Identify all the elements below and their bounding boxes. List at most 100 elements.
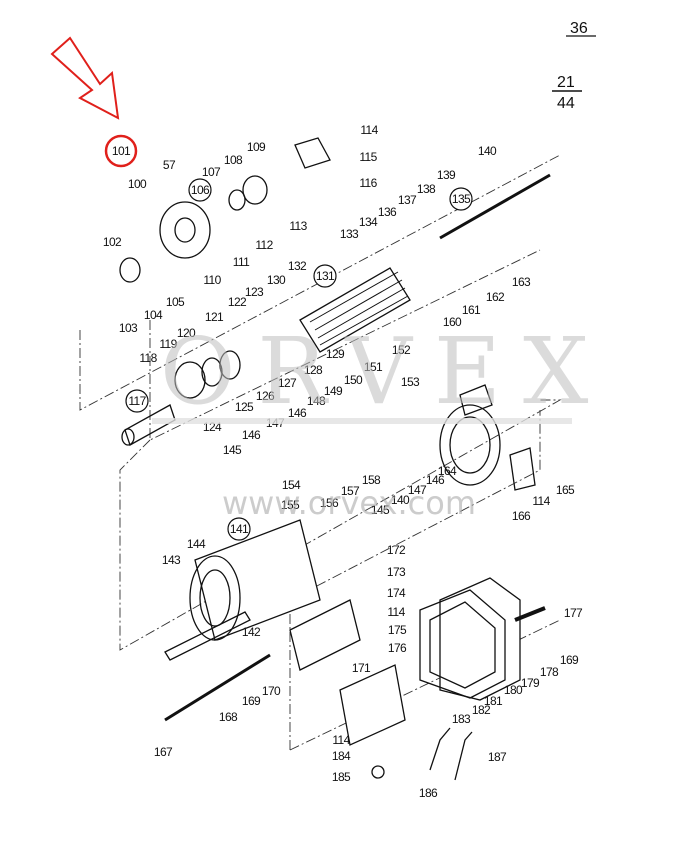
- part-label-154: 154: [282, 478, 301, 492]
- part-label-122: 122: [228, 295, 247, 309]
- part-label-170: 170: [262, 684, 281, 698]
- part-label-143: 143: [162, 553, 181, 567]
- red-arrow-icon: [50, 36, 120, 120]
- part-label-144: 144: [187, 537, 206, 551]
- part-label-185: 185: [332, 770, 351, 784]
- part-label-119: 119: [159, 337, 177, 351]
- part-label-156: 156: [320, 496, 339, 510]
- part-label-127: 127: [278, 376, 297, 390]
- part-label-108: 108: [224, 153, 243, 167]
- part-label-187: 187: [488, 750, 507, 764]
- page-number: 36 21 44: [552, 20, 596, 112]
- part-label-163: 163: [512, 275, 531, 289]
- part-label-102: 102: [103, 235, 122, 249]
- part-label-176: 176: [388, 641, 407, 655]
- part-label-168: 168: [219, 710, 238, 724]
- part-label-138: 138: [417, 182, 436, 196]
- part-label-160: 160: [443, 315, 462, 329]
- part-label-105: 105: [166, 295, 185, 309]
- part-label-169: 169: [242, 694, 261, 708]
- part-label-114: 114: [387, 605, 405, 619]
- part-label-121: 121: [205, 310, 224, 324]
- part-label-134: 134: [359, 215, 378, 229]
- part-label-115: 115: [359, 150, 377, 164]
- part-label-164: 164: [438, 464, 457, 478]
- part-label-118: 118: [139, 351, 157, 365]
- watermark-bar: [152, 418, 572, 424]
- part-label-175: 175: [388, 623, 407, 637]
- part-label-157: 157: [341, 484, 360, 498]
- part-label-131: 131: [316, 269, 335, 283]
- group-number-top: 21: [557, 74, 575, 91]
- part-label-128: 128: [304, 363, 323, 377]
- part-label-146: 146: [426, 473, 445, 487]
- part-label-145: 145: [223, 443, 242, 457]
- part-label-114: 114: [360, 123, 378, 137]
- part-label-147: 147: [408, 483, 427, 497]
- part-label-136: 136: [378, 205, 397, 219]
- part-label-150: 150: [344, 373, 363, 387]
- part-label-137: 137: [398, 193, 417, 207]
- part-label-186: 186: [419, 786, 438, 800]
- part-label-130: 130: [267, 273, 286, 287]
- part-label-152: 152: [392, 343, 411, 357]
- part-label-104: 104: [144, 308, 163, 322]
- part-label-145: 145: [371, 503, 390, 517]
- part-label-126: 126: [256, 389, 275, 403]
- part-label-103: 103: [119, 321, 138, 335]
- part-label-149: 149: [324, 384, 343, 398]
- label-circle: [104, 134, 138, 168]
- assembly-boundaries: [79, 154, 562, 751]
- part-label-148: 148: [307, 394, 326, 408]
- part-label-162: 162: [486, 290, 505, 304]
- part-label-179: 179: [521, 676, 540, 690]
- part-label-120: 120: [177, 326, 196, 340]
- part-label-57: 57: [163, 158, 176, 172]
- part-label-181: 181: [484, 694, 503, 708]
- part-label-174: 174: [387, 586, 406, 600]
- part-label-107: 107: [202, 165, 221, 179]
- part-label-171: 171: [352, 661, 371, 675]
- part-label-142: 142: [242, 625, 261, 639]
- part-label-153: 153: [401, 375, 420, 389]
- part-label-140: 140: [478, 144, 497, 158]
- part-label-132: 132: [288, 259, 307, 273]
- part-label-166: 166: [512, 509, 531, 523]
- part-label-123: 123: [245, 285, 264, 299]
- part-label-110: 110: [203, 273, 221, 287]
- part-label-101: 101: [112, 144, 131, 158]
- part-label-165: 165: [556, 483, 575, 497]
- page-number-text: 36: [570, 20, 588, 37]
- part-label-111: 111: [233, 255, 250, 269]
- part-label-178: 178: [540, 665, 559, 679]
- part-label-133: 133: [340, 227, 359, 241]
- part-label-116: 116: [359, 176, 377, 190]
- part-label-161: 161: [462, 303, 481, 317]
- part-label-125: 125: [235, 400, 254, 414]
- part-label-177: 177: [564, 606, 583, 620]
- part-label-182: 182: [472, 703, 491, 717]
- part-label-184: 184: [332, 749, 351, 763]
- part-label-158: 158: [362, 473, 381, 487]
- part-label-114: 114: [532, 494, 550, 508]
- part-label-135: 135: [452, 192, 471, 206]
- label-circle: [449, 187, 473, 211]
- label-circle: [188, 178, 212, 202]
- part-label-106: 106: [191, 183, 210, 197]
- part-label-141: 141: [230, 522, 249, 536]
- label-circle: [125, 389, 149, 413]
- part-label-140: 140: [391, 493, 410, 507]
- part-label-183: 183: [452, 712, 471, 726]
- part-label-146: 146: [242, 428, 261, 442]
- part-label-146: 146: [288, 406, 307, 420]
- part-label-100: 100: [128, 177, 147, 191]
- part-label-172: 172: [387, 543, 406, 557]
- part-label-114: 114: [332, 733, 350, 747]
- part-label-113: 113: [289, 219, 307, 233]
- label-circle: [313, 264, 337, 288]
- label-circle: [227, 517, 251, 541]
- part-label-167: 167: [154, 745, 173, 759]
- part-label-151: 151: [364, 360, 383, 374]
